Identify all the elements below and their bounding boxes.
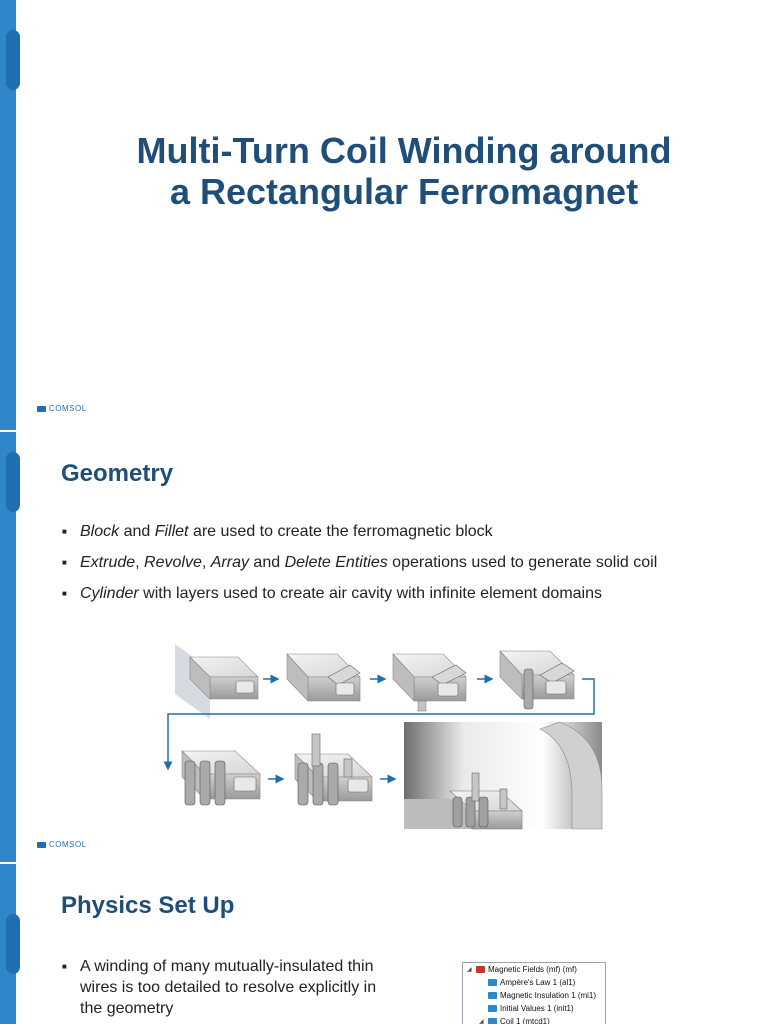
expand-caret-icon[interactable]: ◢: [467, 967, 472, 973]
step1-block: [175, 644, 259, 719]
geometry-bullet: Block and Fillet are used to create the …: [62, 521, 657, 542]
physics-bullet-list: A winding of many mutually-insulated thi…: [62, 956, 402, 1024]
comsol-logo: COMSOL: [37, 840, 87, 849]
bullet-text-run: with layers used to create air cavity wi…: [138, 585, 603, 602]
tree-node[interactable]: Initial Values 1 (init1): [463, 1002, 605, 1015]
bullet-text-run: ,: [201, 554, 211, 571]
geometry-sequence-figure: [163, 644, 603, 830]
geometry-bullet-list: Block and Fillet are used to create the …: [62, 521, 657, 614]
tree-node[interactable]: ◢ Coil 1 (mtcd1): [463, 1015, 605, 1024]
slide-title: Multi-Turn Coil Winding around a Rectang…: [0, 0, 768, 430]
slide-side-bar: [0, 0, 20, 430]
tree-node-label: Initial Values 1 (init1): [500, 1004, 574, 1013]
step2-coil-start: [286, 653, 361, 702]
bullet-line: A winding of many mutually-insulated thi…: [80, 958, 374, 975]
geometry-bullet: Extrude, Revolve, Array and Delete Entit…: [62, 552, 657, 573]
slide-geometry: Geometry Block and Fillet are used to cr…: [0, 432, 768, 862]
geometry-heading: Geometry: [61, 460, 174, 487]
bullet-line: the geometry: [80, 1000, 174, 1017]
geometry-bullet: Cylinder with layers used to create air …: [62, 583, 657, 604]
tree-node-label: Ampère's Law 1 (al1): [500, 978, 576, 987]
model-builder-tree: ◢ Magnetic Fields (mf) (mf) Ampère's Law 1…: [462, 962, 606, 1024]
physics-node-icon: [488, 979, 497, 986]
slide-title-text: Multi-Turn Coil Winding around a Rectang…: [40, 130, 768, 212]
bullet-text-run: Extrude: [80, 554, 136, 571]
comsol-logo-icon: [37, 405, 46, 412]
step7-air-cavity: [404, 721, 603, 830]
bullet-text-run: Array: [210, 554, 249, 571]
tree-node-label: Magnetic Fields (mf) (mf): [488, 965, 577, 974]
tree-node-label: Coil 1 (mtcd1): [500, 1017, 550, 1024]
comsol-logo-icon: [37, 841, 46, 848]
expand-caret-icon[interactable]: ◢: [479, 1019, 484, 1024]
bullet-text-run: Cylinder: [80, 585, 139, 602]
tree-node[interactable]: Ampère's Law 1 (al1): [463, 976, 605, 989]
step5-coil-array: [181, 750, 261, 806]
physics-node-icon: [476, 966, 485, 973]
comsol-logo: COMSOL: [37, 404, 87, 413]
bullet-text-run: Block: [80, 523, 120, 540]
comsol-logo-text: COMSOL: [49, 840, 87, 849]
bullet-text-run: operations used to generate solid coil: [387, 554, 658, 571]
title-line-1: Multi-Turn Coil Winding around: [136, 130, 672, 171]
bullet-text-run: Delete Entities: [284, 554, 388, 571]
step4-coil-turn: [499, 650, 575, 710]
side-bar-notch: [6, 452, 20, 512]
tree-node[interactable]: ◢ Magnetic Fields (mf) (mf): [463, 963, 605, 976]
physics-bullet: A winding of many mutually-insulated thi…: [62, 956, 402, 1019]
comsol-logo-text: COMSOL: [49, 404, 87, 413]
step6-coil-leads: [294, 733, 373, 806]
bullet-text-run: Revolve: [144, 554, 202, 571]
physics-heading: Physics Set Up: [61, 892, 235, 919]
tree-node[interactable]: Magnetic Insulation 1 (mi1): [463, 989, 605, 1002]
bullet-text-run: and: [119, 523, 155, 540]
physics-node-icon: [488, 1005, 497, 1012]
physics-node-icon: [488, 1018, 497, 1024]
slide-side-bar: [0, 864, 20, 1024]
title-line-2: a Rectangular Ferromagnet: [169, 171, 639, 212]
slide-side-bar: [0, 432, 20, 862]
step3-coil-revolve: [392, 653, 467, 712]
side-bar-notch: [6, 30, 20, 90]
bullet-text-run: Fillet: [154, 523, 189, 540]
tree-node-label: Magnetic Insulation 1 (mi1): [500, 991, 597, 1000]
side-bar-notch: [6, 914, 20, 974]
physics-node-icon: [488, 992, 497, 999]
bullet-line: wires is too detailed to resolve explici…: [80, 979, 377, 996]
slide-physics-setup: Physics Set Up A winding of many mutuall…: [0, 864, 768, 1024]
bullet-text-run: ,: [135, 554, 145, 571]
bullet-text-run: and: [248, 554, 285, 571]
bullet-text-run: are used to create the ferromagnetic blo…: [188, 523, 493, 540]
